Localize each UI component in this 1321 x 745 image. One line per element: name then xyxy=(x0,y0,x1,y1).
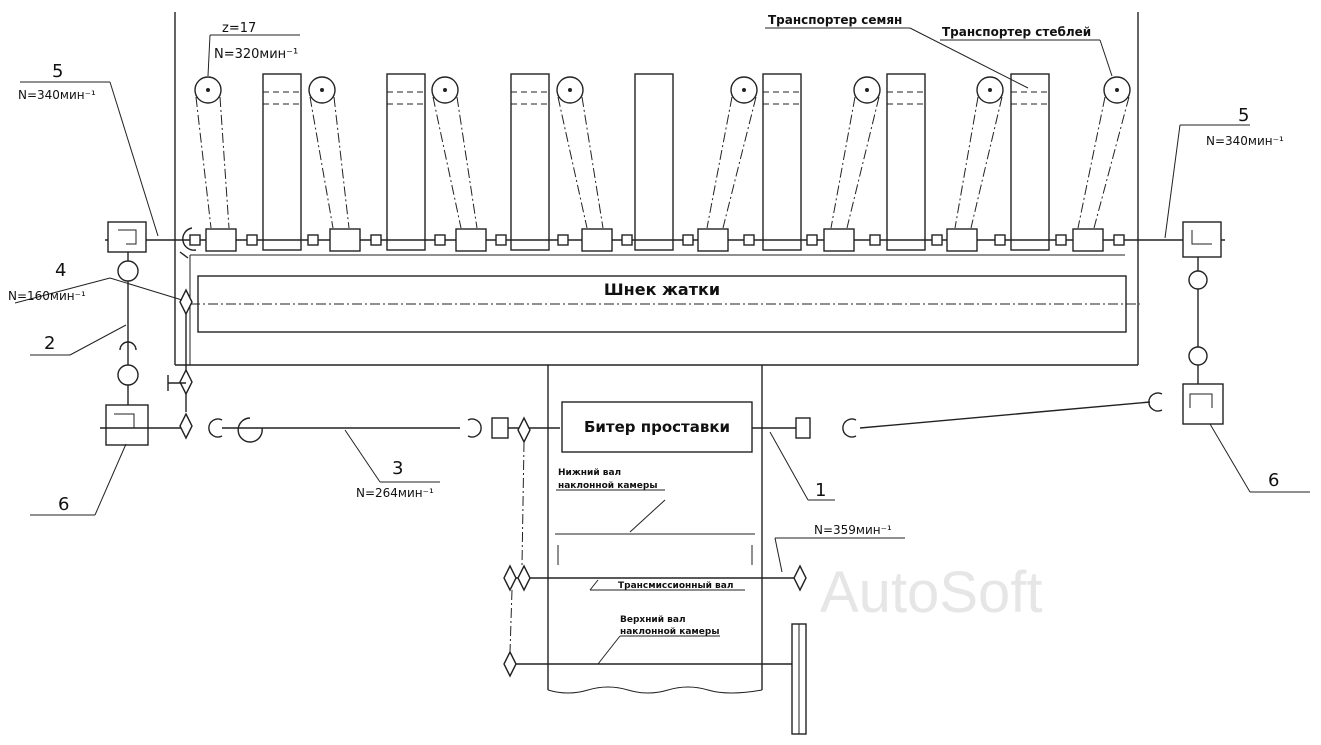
n-3: N=264мин⁻¹ xyxy=(356,486,434,500)
stalk-conveyor-label: Транспортер стеблей xyxy=(942,25,1091,39)
label-2: 2 xyxy=(44,333,55,354)
label-5-right: 5 xyxy=(1238,105,1249,126)
label-1: 1 xyxy=(815,480,826,501)
transmission-shaft xyxy=(503,564,807,653)
beater-label: Битер проставки xyxy=(584,418,730,436)
beater: Битер проставки xyxy=(561,401,753,453)
transmission-shaft-label: Трансмиссионный вал xyxy=(618,581,733,591)
upper-shaft-label-1: Верхний вал xyxy=(620,615,686,625)
header-frame xyxy=(174,12,1139,366)
auger: Шнек жатки xyxy=(190,275,1140,333)
n-4: N=160мин⁻¹ xyxy=(8,289,86,303)
z-label: z=17 xyxy=(222,21,256,36)
auger-label: Шнек жатки xyxy=(604,280,720,299)
watermark-text: AutoSoft xyxy=(820,560,1042,625)
label-5-left: 5 xyxy=(52,61,63,82)
lower-shaft-label-1: Нижний вал xyxy=(558,468,621,478)
n-5-right: N=340мин⁻¹ xyxy=(1206,134,1284,148)
label-4: 4 xyxy=(55,260,66,281)
left-drive xyxy=(100,221,193,446)
label-6-right: 6 xyxy=(1268,470,1279,491)
n-top-label: N=320мин⁻¹ xyxy=(214,47,298,62)
label-6-left: 6 xyxy=(58,494,69,515)
leader-lines xyxy=(14,27,1310,665)
right-drive xyxy=(752,221,1224,439)
label-3: 3 xyxy=(392,458,403,479)
seed-conveyor-label: Транспортер семян xyxy=(768,13,902,27)
diagram-labels: z=17 N=320мин⁻¹ Транспортер семян Трансп… xyxy=(8,13,1284,637)
main-shaft xyxy=(105,227,1225,259)
feeder-chamber xyxy=(547,365,763,694)
n-transmission: N=359мин⁻¹ xyxy=(814,523,892,537)
shaft-3 xyxy=(208,416,560,566)
conveyor-belts xyxy=(262,73,1050,251)
upper-sprockets xyxy=(194,76,1131,229)
upper-feeder-shaft xyxy=(503,623,807,735)
lower-shaft-label-2: наклонной камеры xyxy=(558,481,657,491)
upper-shaft-label-2: наклонной камеры xyxy=(620,627,719,637)
n-5-left: N=340мин⁻¹ xyxy=(18,88,96,102)
